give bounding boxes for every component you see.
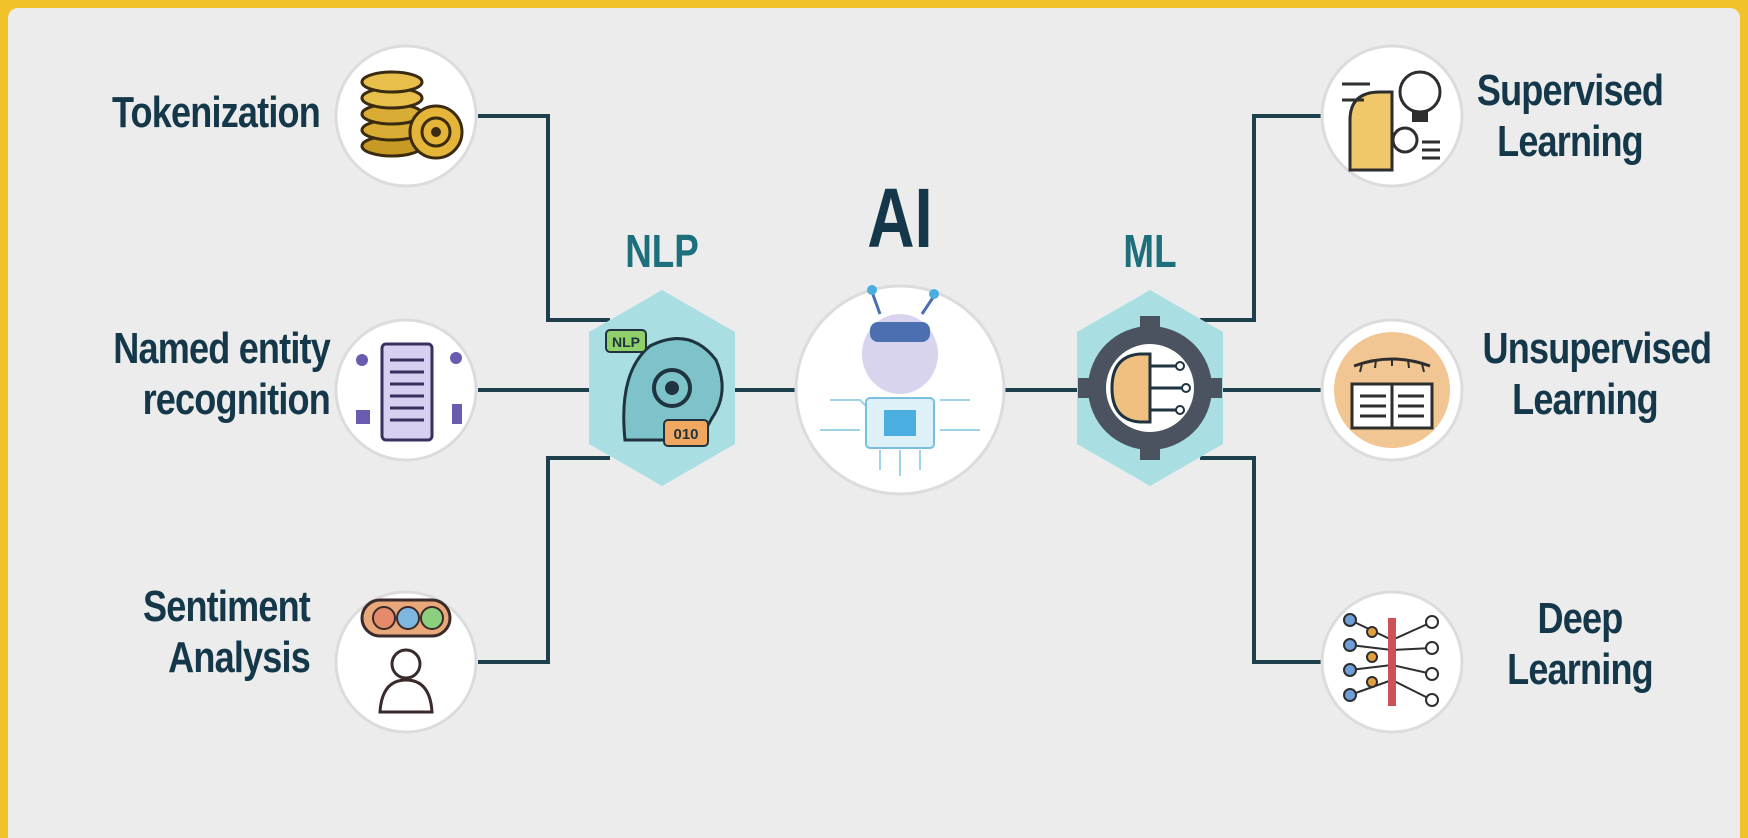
brain-gear-icon xyxy=(1078,316,1222,460)
icon-tokenization xyxy=(334,44,478,188)
icon-deep xyxy=(1320,590,1464,734)
ai-label: AI xyxy=(867,171,933,265)
connector-deep xyxy=(1200,456,1322,664)
left-connectors xyxy=(478,114,1322,664)
ml-hub xyxy=(1077,290,1223,486)
connector-supervised xyxy=(1200,114,1322,322)
coins-target-icon xyxy=(360,70,464,160)
neural-network-icon xyxy=(1343,613,1439,707)
icon-unsupervised xyxy=(1320,318,1464,462)
nlp-hub: NLP 010 xyxy=(589,290,735,486)
label-deep: Deep Learning xyxy=(1507,594,1654,694)
ml-label: ML xyxy=(1123,225,1177,277)
nlp-label: NLP xyxy=(625,225,699,277)
label-ner: Named entity recognition xyxy=(113,324,331,424)
label-unsupervised: Unsupervised Learning xyxy=(1482,324,1713,424)
emotion-faces-person-icon xyxy=(360,598,452,714)
head-gear-icon: NLP 010 xyxy=(605,329,724,447)
binary-badge-text: 010 xyxy=(673,426,698,443)
connector-sentiment xyxy=(478,456,610,664)
icon-ner xyxy=(334,318,478,462)
robot-chip-icon xyxy=(820,285,980,476)
nlp-badge-text: NLP xyxy=(612,334,640,350)
label-supervised: Supervised Learning xyxy=(1476,66,1664,166)
icon-sentiment xyxy=(334,590,478,734)
robot-brain-bulb-icon xyxy=(1342,70,1442,172)
ai-center xyxy=(794,284,1006,496)
open-book-icon xyxy=(1334,332,1450,448)
document-entities-icon xyxy=(356,342,462,442)
icon-supervised xyxy=(1320,44,1464,188)
connector-tokenization xyxy=(478,114,610,322)
label-sentiment: Sentiment Analysis xyxy=(142,582,311,682)
label-tokenization: Tokenization xyxy=(112,88,321,137)
